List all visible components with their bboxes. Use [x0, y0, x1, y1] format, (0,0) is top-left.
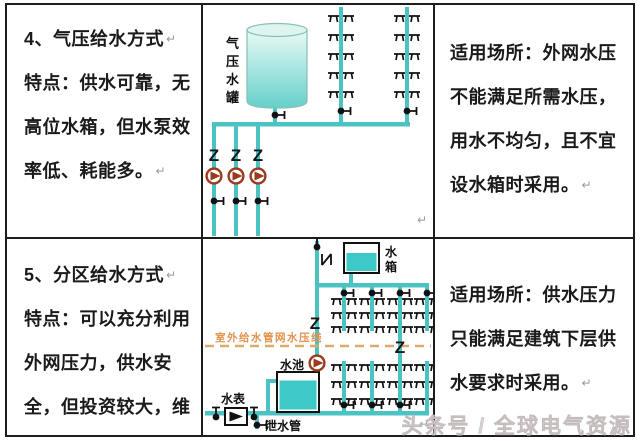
float-valve-icon — [321, 253, 332, 266]
row4-usage-text: 适用场所：外网水压不能满足所需水压，用水不均匀，且不宜设水箱时采用。 — [450, 43, 617, 195]
check-valve-mark: Z — [310, 314, 320, 333]
valve-icon — [367, 400, 383, 410]
faucet-riser-icon — [414, 299, 433, 333]
cell-row5-usage: 适用场所：供水压力只能满足建筑下层供水要求时采用。↵ — [435, 239, 633, 435]
water-meter — [224, 407, 248, 426]
return-mark-icon: ↵ — [155, 164, 167, 178]
valve-icon — [339, 400, 355, 410]
check-valve-mark: Z — [209, 146, 219, 165]
return-mark-icon: ↵ — [581, 376, 593, 390]
return-mark-icon: ↵ — [416, 213, 427, 227]
pump-icon — [249, 167, 267, 185]
valve-icon — [270, 110, 286, 120]
row4-title: 4、气压给水方式 — [24, 29, 165, 49]
pressure-tank — [246, 22, 308, 109]
water-tank-label: 水箱 — [384, 245, 397, 274]
pneumatic-supply-diagram: Z Z Z — [205, 7, 433, 236]
valve-icon — [231, 196, 247, 206]
valve-icon — [339, 288, 355, 298]
return-mark-icon: ↵ — [418, 417, 429, 431]
faucet-riser-icon — [414, 365, 433, 405]
check-valve-mark: Z — [231, 146, 241, 165]
cell-row4-diagram: Z Z Z 气压水罐 ↵ — [203, 5, 435, 239]
valve-icon — [402, 106, 418, 116]
row4-feature-text: 特点：供水可靠，无高位水箱，但水泵效率低、耗能多。 — [24, 73, 191, 181]
meter-label: 水表 — [221, 392, 246, 406]
valve-icon — [395, 288, 411, 298]
watermark: 头条号 / 全球电气资源 — [401, 415, 632, 439]
cell-row4-features: 4、气压给水方式↵ 特点：供水可靠，无高位水箱，但水泵效率低、耗能多。↵ — [7, 5, 203, 239]
valve-icon — [253, 196, 269, 206]
pipes — [205, 241, 429, 416]
drain-label: 泄水管 — [265, 419, 302, 433]
valve-icon — [367, 288, 383, 298]
row5-title: 5、分区给水方式 — [24, 265, 165, 285]
pressure-line-label: 室外给水管网水压线 — [215, 332, 323, 344]
valve-icon — [336, 106, 352, 116]
water-supply-table: 4、气压给水方式↵ 特点：供水可靠，无高位水箱，但水泵效率低、耗能多。↵ — [5, 3, 635, 437]
pump-icon — [227, 167, 245, 185]
zoned-supply-diagram: Z Z — [205, 239, 433, 430]
cell-row5-features: 5、分区给水方式↵ 特点：可以充分利用外网压力，供水安全，但投资较大，维护复杂。… — [7, 239, 203, 435]
cell-row4-usage: 适用场所：外网水压不能满足所需水压，用水不均匀，且不宜设水箱时采用。↵ — [435, 5, 633, 239]
return-mark-icon: ↵ — [166, 268, 177, 282]
return-mark-icon: ↵ — [166, 32, 177, 46]
return-mark-icon: ↵ — [581, 178, 593, 192]
row5-feature-text: 特点：可以充分利用外网压力，供水安全，但投资较大，维护复杂。 — [24, 309, 191, 417]
check-valve-mark: Z — [253, 146, 263, 165]
pool-label: 水池 — [280, 358, 305, 372]
valve-icon — [395, 400, 411, 410]
pump-icon — [205, 167, 223, 185]
pressure-tank-label: 气压水罐 — [225, 36, 239, 105]
water-pool — [276, 371, 320, 413]
cell-row5-diagram: Z Z 水箱 水池 水表 泄水管 室外给水管网水压线 ↵ — [203, 239, 435, 435]
row5-usage-text: 适用场所：供水压力只能满足建筑下层供水要求时采用。 — [450, 285, 617, 393]
water-tank — [343, 242, 380, 274]
check-valve-mark: Z — [395, 338, 405, 357]
valve-icon — [209, 196, 225, 206]
pump-icon — [308, 354, 326, 372]
valve-icon — [312, 239, 322, 252]
